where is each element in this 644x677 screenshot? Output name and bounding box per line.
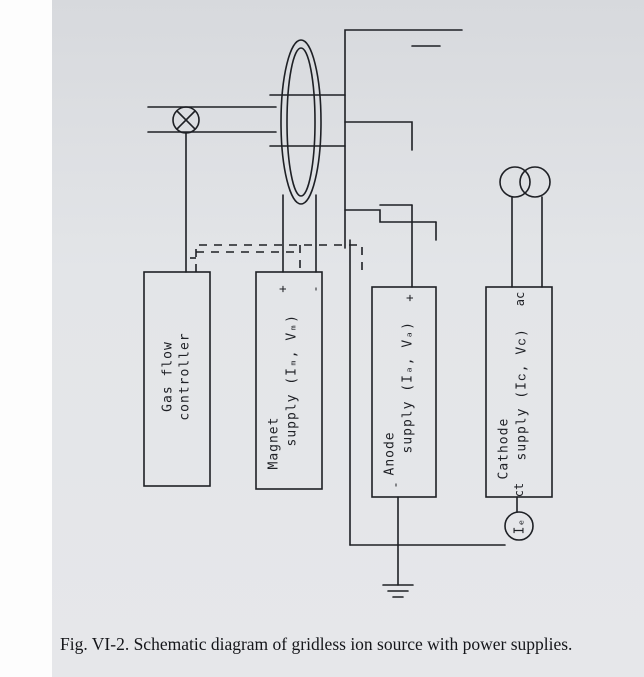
emission-current-label: Iₑ <box>512 518 528 535</box>
anode-minus-sign: - <box>388 481 403 489</box>
cathode-label: Cathode <box>496 417 512 480</box>
cathode-ac-label: ac <box>513 291 528 307</box>
magnet-minus-sign: - <box>308 285 323 293</box>
controller-label: controller <box>177 332 193 421</box>
cathode-filament-icon <box>499 166 531 198</box>
anode-supply-box <box>371 286 437 498</box>
magnet-coil-icon <box>280 39 322 205</box>
cathode-supply-box <box>485 286 553 498</box>
anode-label: Anode <box>382 431 398 476</box>
emission-meter-icon <box>504 511 534 541</box>
anode-supply-label: supply (Iₐ, Vₐ) <box>400 321 416 454</box>
cathode-supply-label: supply (Iᴄ, Vᴄ) <box>514 328 530 461</box>
page-margin <box>0 0 52 677</box>
gas-flow-controller-box <box>143 271 211 487</box>
magnet-label: Magnet <box>266 416 282 470</box>
cathode-ct-label: ct <box>512 482 527 498</box>
magnet-supply-label: supply (Iₘ, Vₘ) <box>284 314 300 447</box>
magnet-plus-sign: + <box>275 285 290 293</box>
book-page <box>52 0 644 677</box>
magnet-supply-box <box>255 271 323 490</box>
gas-flow-label: Gas flow <box>160 341 176 412</box>
control-dashed-line <box>195 244 363 272</box>
ion-source-body <box>344 29 463 249</box>
anode-plus-sign: + <box>402 294 417 302</box>
figure-caption: Fig. VI-2. Schematic diagram of gridless… <box>60 634 573 654</box>
